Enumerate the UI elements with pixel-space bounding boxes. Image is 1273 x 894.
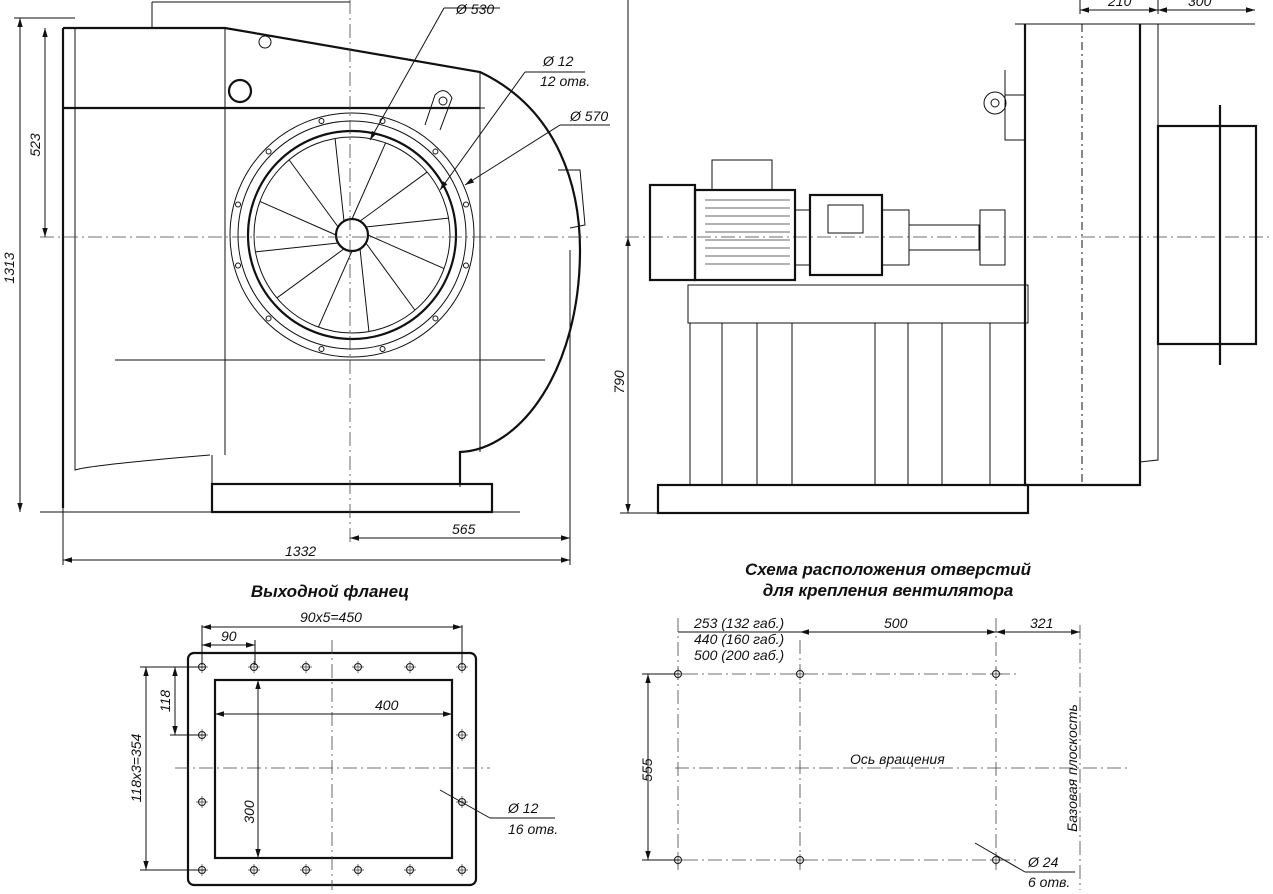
impeller-blade xyxy=(255,242,339,253)
flange-hole xyxy=(379,345,386,352)
dim-mount-count: 6 отв. xyxy=(1028,874,1070,890)
impeller-blade xyxy=(317,250,353,328)
motor-body xyxy=(693,188,797,282)
fan-housing xyxy=(61,26,582,508)
side-view: 210 300 790 xyxy=(611,0,1270,515)
impeller-blade xyxy=(359,171,428,222)
impeller-blade xyxy=(334,138,345,222)
base-plane-label: Базовая плоскость xyxy=(1064,704,1080,832)
mounting-title-2: для крепления вентилятора xyxy=(763,581,1014,600)
dim-d24: Ø 24 xyxy=(1027,854,1059,870)
flange-hole xyxy=(432,148,439,155)
dim-d12: Ø 12 xyxy=(542,53,574,69)
flange-hole xyxy=(318,118,325,125)
flange-holes xyxy=(235,118,469,352)
mounting-holes-view: Схема расположения отверстий для креплен… xyxy=(639,560,1130,890)
dim-500-200: 500 (200 габ.) xyxy=(694,647,784,663)
dim-d530: Ø 530 xyxy=(455,1,494,17)
flange-title: Выходной фланец xyxy=(251,582,409,601)
dim-565: 565 xyxy=(452,521,476,537)
side-base xyxy=(656,483,1030,515)
inlet-flange-outer xyxy=(229,112,475,358)
dim-321: 321 xyxy=(1030,615,1053,631)
inlet-ring xyxy=(246,129,458,341)
dim-523: 523 xyxy=(27,133,43,157)
flange-opening xyxy=(213,678,454,860)
impeller-blades xyxy=(255,138,449,332)
motor-fins xyxy=(705,199,790,265)
flange-hole xyxy=(265,148,272,155)
dim-500: 500 xyxy=(884,615,908,631)
flange-hole xyxy=(265,315,272,322)
fan-hub xyxy=(334,217,370,253)
side-housing xyxy=(1023,24,1142,487)
impeller-blade xyxy=(365,217,449,228)
impeller-blade xyxy=(359,248,370,332)
front-view: 520 Ø 530 Ø 12 12 отв. Ø 570 523 1313 56… xyxy=(1,0,610,565)
dim-d570: Ø 570 xyxy=(569,108,608,124)
impeller-blade xyxy=(288,159,339,228)
dim-555: 555 xyxy=(639,758,655,782)
flange-hole xyxy=(318,345,325,352)
dim-118: 118 xyxy=(157,690,173,713)
front-base xyxy=(210,482,494,514)
dim-pitch-h: 90x5=450 xyxy=(300,609,362,625)
dim-hole-count: 16 отв. xyxy=(508,821,558,837)
impeller-blade xyxy=(259,200,337,236)
dim-90: 90 xyxy=(221,628,237,644)
dim-300: 300 xyxy=(241,800,257,824)
mounting-bolt-holes xyxy=(672,668,1002,866)
dim-440: 440 (160 габ.) xyxy=(694,631,784,647)
flange-hole xyxy=(235,262,242,269)
axis-label: Ось вращения xyxy=(850,751,945,767)
flange-hole xyxy=(432,315,439,322)
dim-790: 790 xyxy=(611,370,627,394)
dim-1332: 1332 xyxy=(285,543,316,559)
flange-hole xyxy=(235,201,242,208)
coupling-guard xyxy=(808,193,884,277)
motor-endcap xyxy=(648,183,697,282)
outlet-damper xyxy=(1156,124,1258,346)
dim-d12: Ø 12 xyxy=(507,800,539,816)
dim-520: 520 xyxy=(232,0,256,3)
dim-400: 400 xyxy=(375,697,399,713)
dim-210: 210 xyxy=(1107,0,1132,9)
flange-hole xyxy=(462,201,469,208)
outlet-flange-view: Выходной фланец 90x5=450 90 400 118 118x… xyxy=(128,582,558,890)
impeller-blade xyxy=(367,234,445,270)
dim-253: 253 (132 габ.) xyxy=(693,615,784,631)
impeller-blade xyxy=(351,142,387,220)
impeller-blade xyxy=(365,242,416,311)
dim-pitch-v: 118x3=354 xyxy=(128,733,144,802)
frame-top xyxy=(687,284,1029,324)
impeller-blade xyxy=(276,248,345,299)
dim-300: 300 xyxy=(1188,0,1212,9)
mounting-title-1: Схема расположения отверстий xyxy=(745,560,1032,579)
dim-d12-count: 12 отв. xyxy=(540,73,590,89)
dim-1313: 1313 xyxy=(1,252,17,283)
flange-hole xyxy=(462,262,469,269)
